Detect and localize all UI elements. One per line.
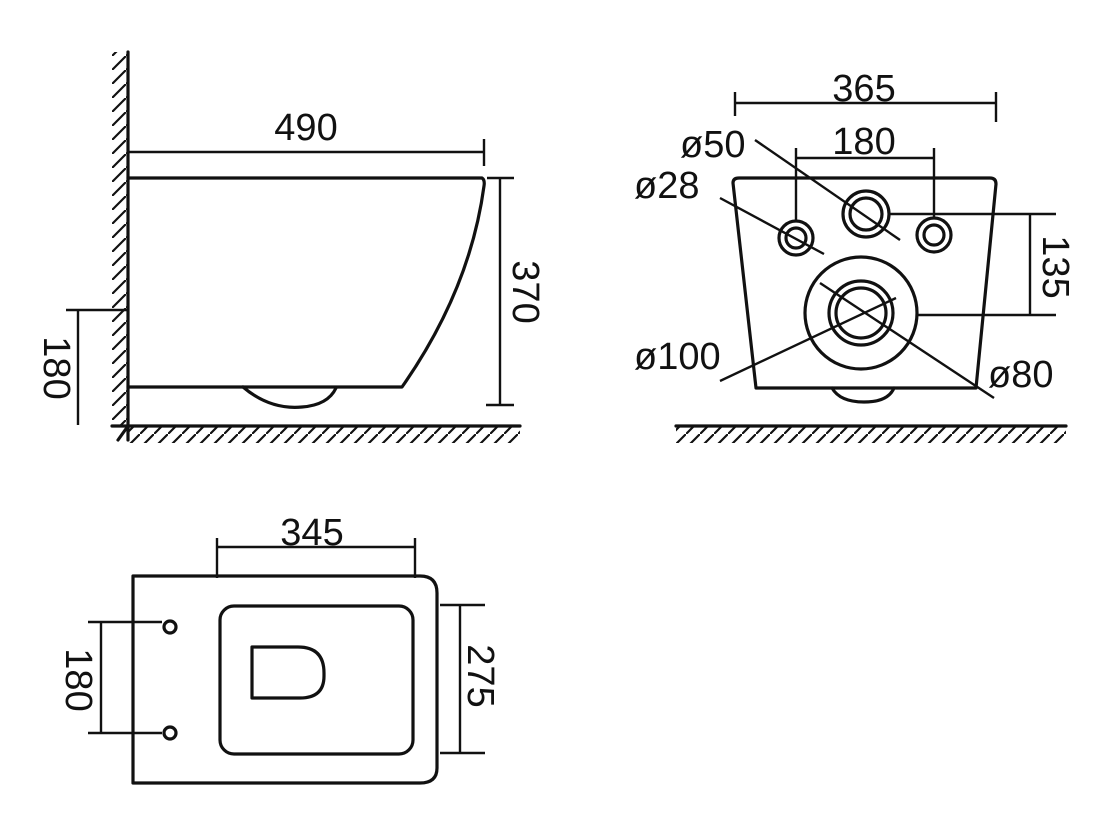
bowl-foot	[241, 385, 338, 409]
top-depth-label: 275	[459, 644, 501, 707]
bowl-side-outline	[126, 176, 486, 389]
bolt-spacing-dimension: 180	[794, 121, 936, 222]
bolt-diameter-leader	[719, 196, 825, 256]
vertical-offset-dimension: 135	[890, 212, 1076, 317]
fixing-spacing-dimension: 180	[57, 620, 162, 735]
top-width-dimension: 345	[215, 512, 417, 578]
rear-width-label: 365	[832, 68, 895, 110]
side-length-label: 490	[274, 107, 337, 149]
bowl-top-outline	[131, 574, 439, 785]
floor-hatch-left	[110, 424, 522, 443]
fixing-spacing-label: 180	[57, 648, 99, 711]
outlet-outer-diameter-label: ø100	[634, 336, 721, 378]
bolt-diameter-label: ø28	[634, 165, 699, 207]
bolt-spacing-label: 180	[832, 121, 895, 163]
waste-outlet	[803, 255, 919, 371]
bolt-hole-right	[915, 216, 953, 254]
top-view: 345 180 275	[57, 512, 501, 785]
water-inlet-hole	[841, 189, 891, 239]
side-view: 490 370 180	[35, 50, 546, 443]
side-inlet-height-dimension: 180	[35, 308, 128, 425]
floor-hatch-right	[674, 424, 1068, 443]
rear-foot	[830, 386, 896, 404]
side-height-dimension: 370	[486, 176, 546, 407]
side-inlet-height-label: 180	[35, 336, 77, 399]
bowl-opening	[250, 645, 326, 700]
rear-view: 365 180 135 ø50 ø28 ø100 ø80	[634, 68, 1076, 443]
rear-width-dimension: 365	[733, 68, 998, 122]
top-width-label: 345	[280, 512, 343, 554]
inlet-diameter-leader	[754, 139, 901, 241]
inlet-diameter-label: ø50	[680, 124, 745, 166]
fixing-hole-top	[162, 619, 178, 635]
outlet-inner-diameter-label: ø80	[988, 354, 1053, 396]
bowl-rear-outline	[731, 176, 998, 390]
side-length-dimension: 490	[128, 107, 486, 166]
side-height-label: 370	[504, 260, 546, 323]
wall-hatch	[112, 50, 130, 442]
seat-outline	[218, 604, 415, 756]
outlet-inner-leader	[819, 281, 995, 400]
top-depth-dimension: 275	[440, 603, 501, 755]
outlet-outer-leader	[719, 296, 897, 383]
fixing-hole-bottom	[162, 725, 178, 741]
vertical-offset-label: 135	[1034, 235, 1076, 298]
